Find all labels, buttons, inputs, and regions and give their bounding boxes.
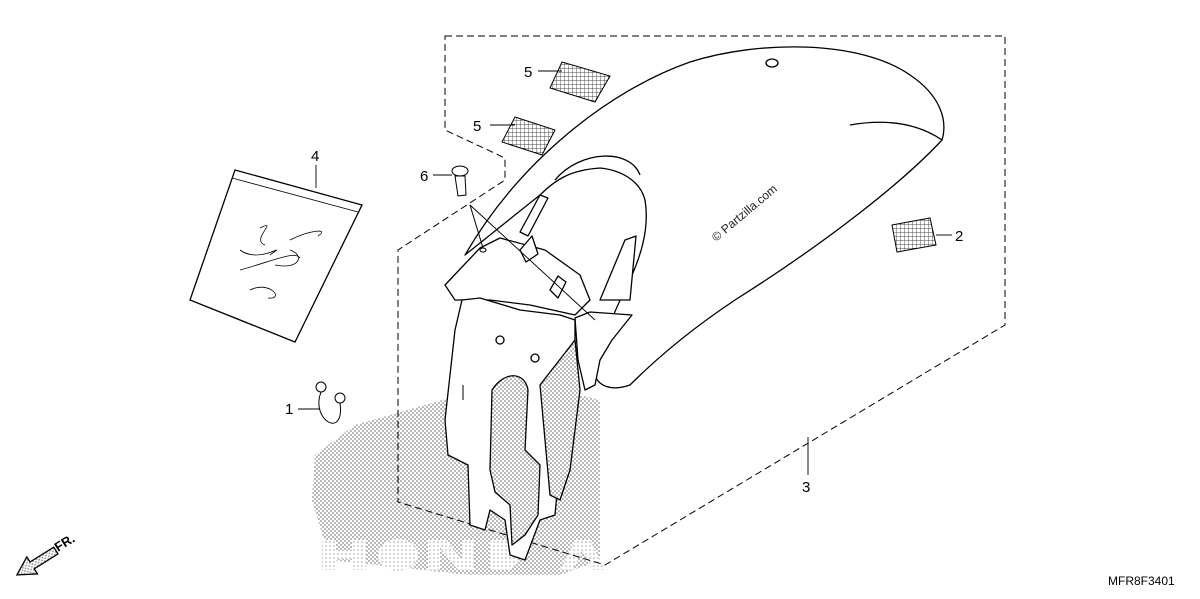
bolt [451, 165, 487, 253]
front-direction-arrow-icon [15, 546, 59, 576]
inner-fender [444, 297, 581, 561]
honda-logo-watermark [322, 539, 605, 571]
rear-fender [444, 46, 945, 391]
rubber-pad-upper [549, 61, 611, 103]
callout-5-upper: 5 [524, 64, 532, 81]
callout-6: 6 [420, 168, 428, 185]
callout-5-lower: 5 [473, 118, 481, 135]
reflector [891, 217, 937, 253]
callout-4: 4 [311, 148, 319, 165]
diagram-code: MFR8F3401 [1108, 574, 1175, 588]
manual-bag [189, 169, 363, 343]
callout-1: 1 [285, 401, 293, 418]
callout-2: 2 [955, 228, 963, 245]
callout-3: 3 [802, 479, 810, 496]
cable-clip [315, 381, 346, 424]
leader-lines [298, 70, 952, 475]
assembly-boundary [397, 35, 1006, 566]
rubber-pad-lower [501, 116, 556, 156]
